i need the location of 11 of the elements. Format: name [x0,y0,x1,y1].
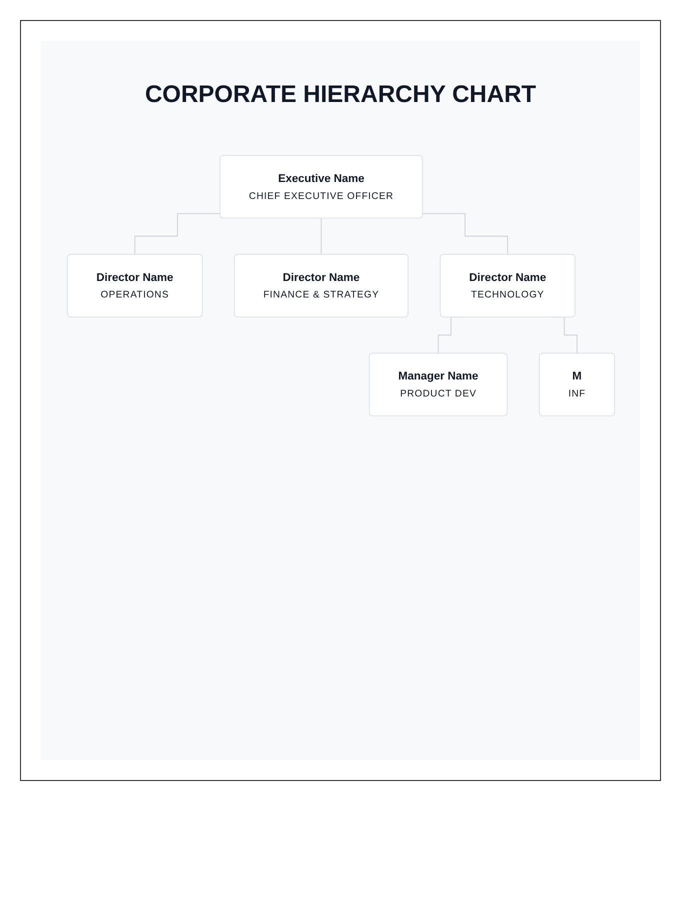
node-box [439,254,575,318]
chart-title: CORPORATE HIERARCHY CHART [144,81,536,109]
node-box [233,254,408,318]
node-box [66,254,202,318]
node-box [219,155,422,219]
node-box [368,352,508,416]
connector [422,213,508,255]
chart-panel: CORPORATE HIERARCHY CHART Executive Name CHIEF EXECUTIVE OFFICER Director Name OPERATIONS Director Name FINANCE & STRATEGY Director Name TECHNOLOGY Manager Name PRODUCT DEV M INF [41,41,640,760]
connector [134,213,220,255]
node-box [538,352,614,416]
connector [320,218,322,255]
